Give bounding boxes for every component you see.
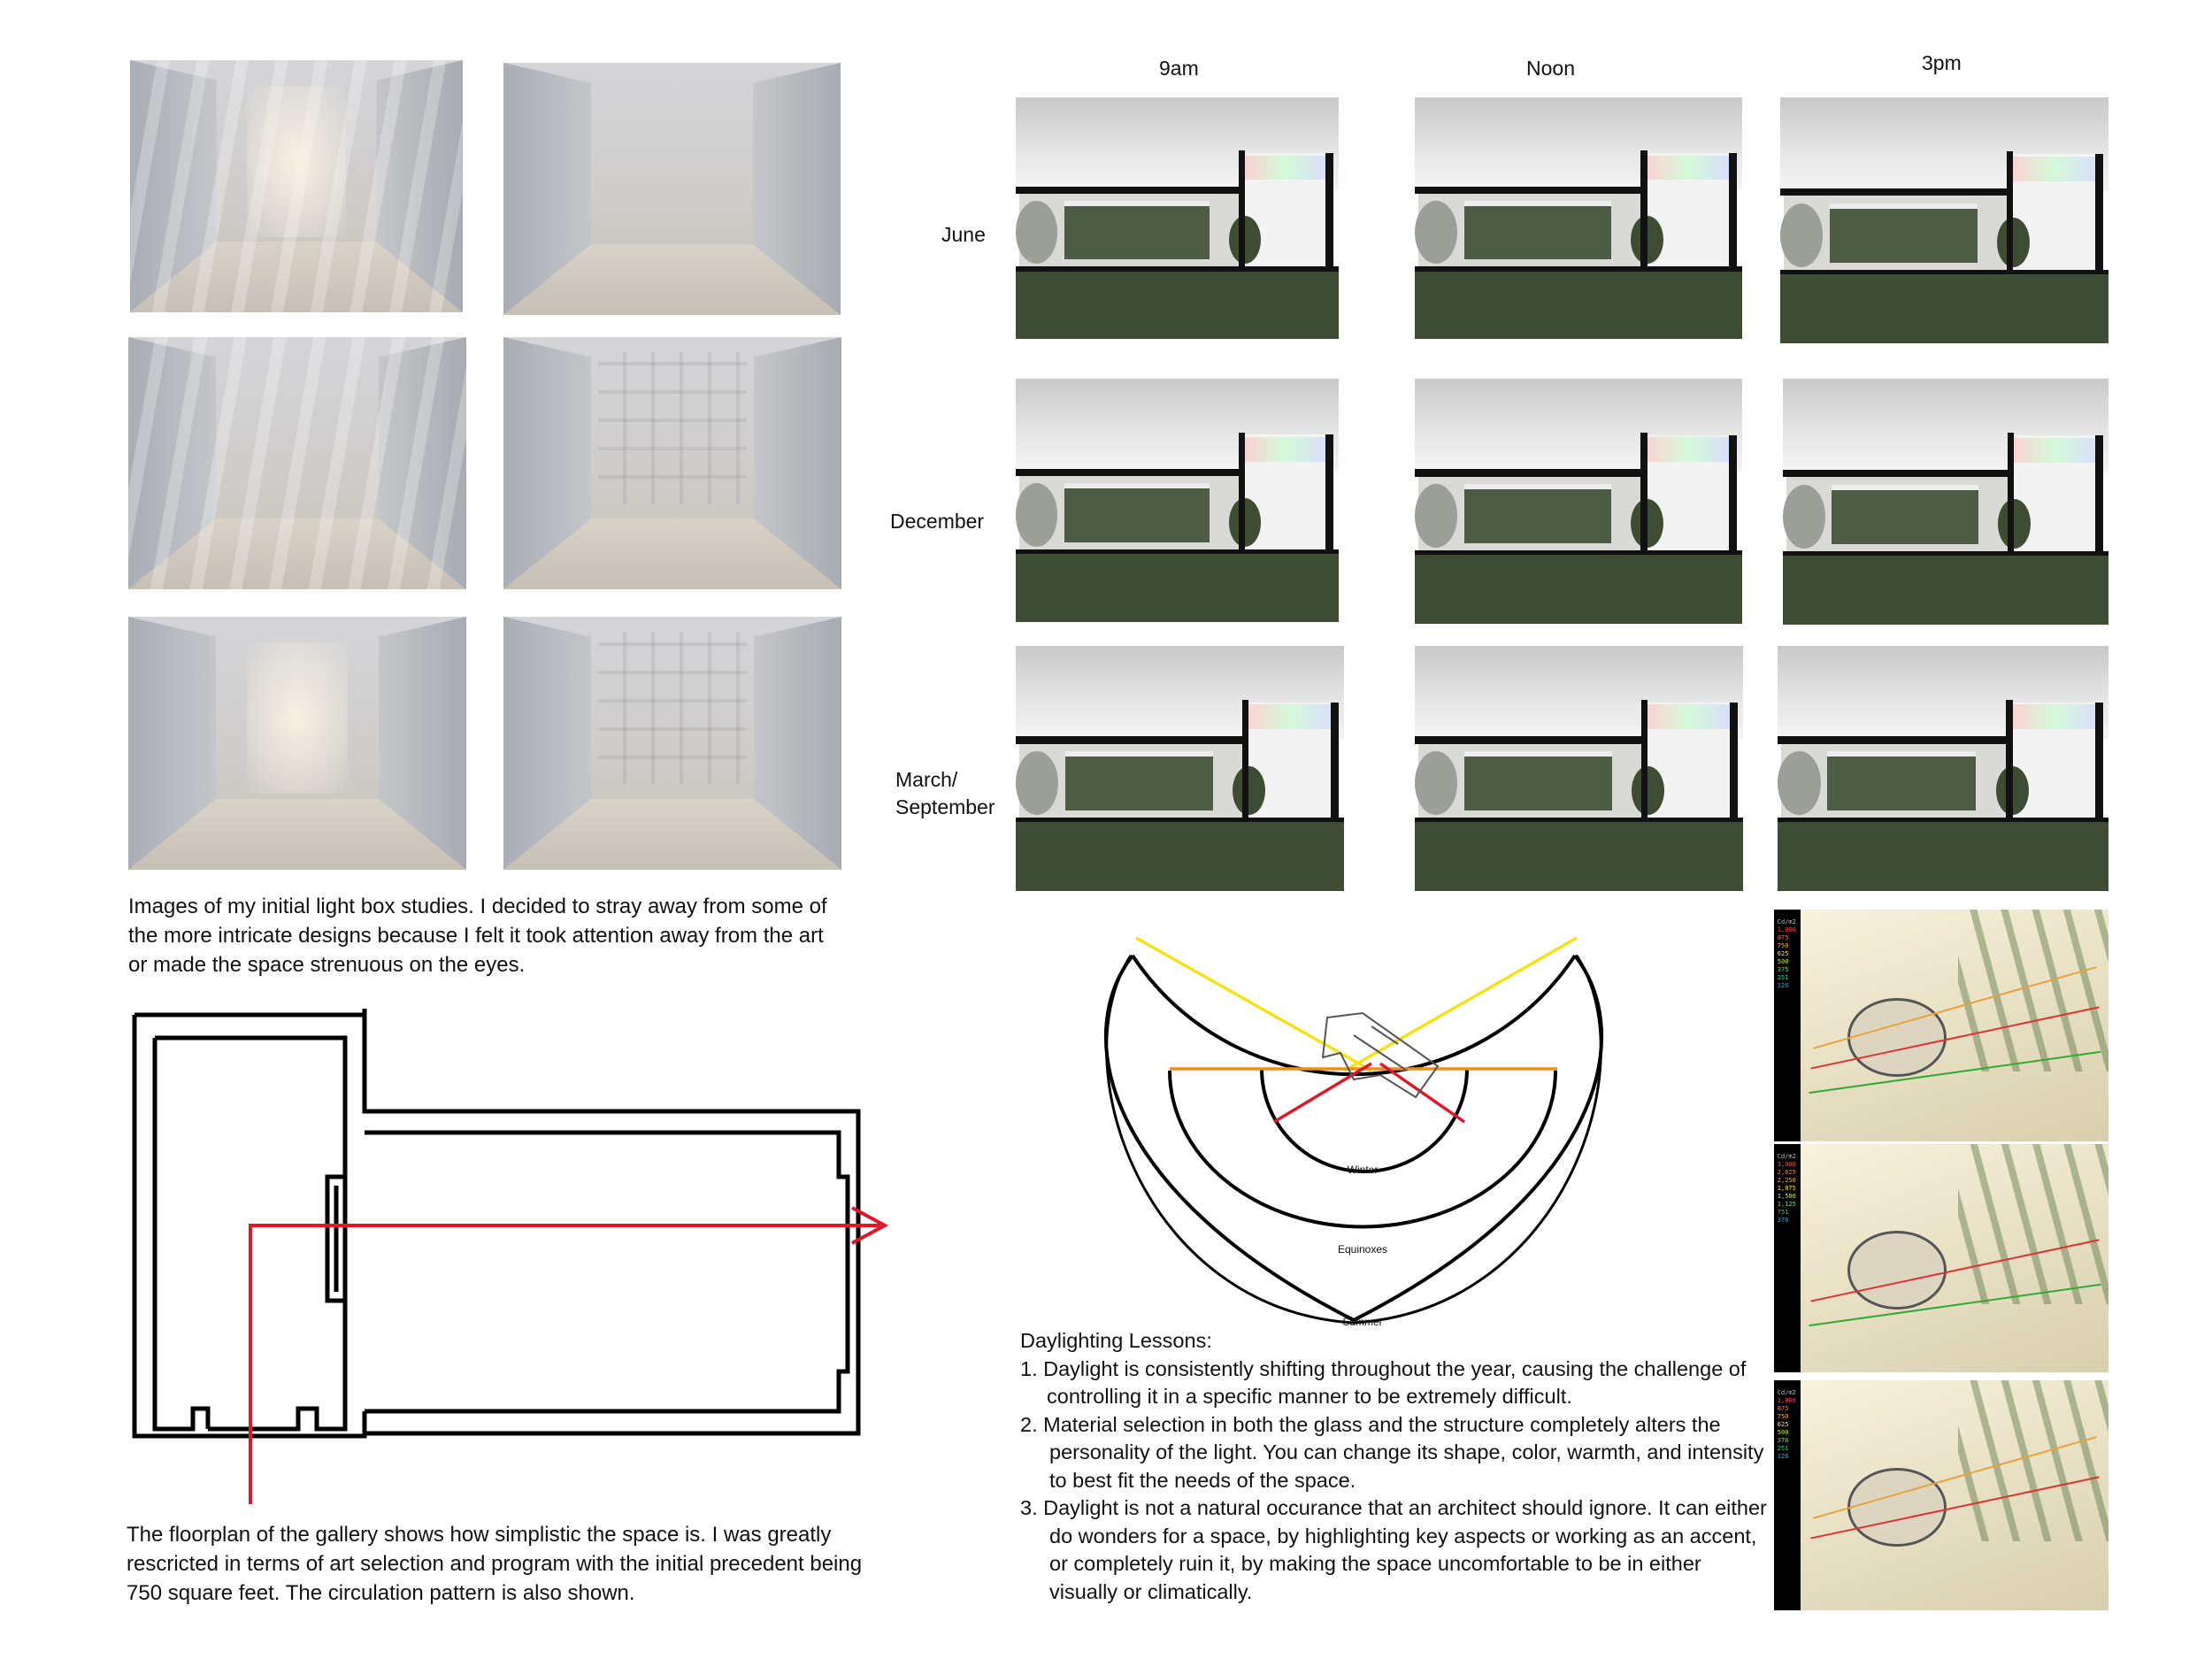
summer-outline xyxy=(1105,955,1602,1325)
render-june-9am xyxy=(1016,97,1339,339)
circulation-arrow-head xyxy=(851,1206,889,1245)
lightbox-photo-1 xyxy=(130,60,463,312)
render-december-3pm xyxy=(1783,379,2108,625)
render-december-9am xyxy=(1016,379,1339,622)
render-june-noon xyxy=(1415,97,1742,339)
summer-ray-right xyxy=(1344,936,1578,1072)
equinox-arc xyxy=(1168,1070,1557,1229)
render-march-september-9am xyxy=(1016,646,1344,891)
lesson-item-2: 2. Material selection in both the glass … xyxy=(1020,1412,1764,1492)
floorplan-caption: The floorplan of the gallery shows how s… xyxy=(127,1523,863,1605)
sun-path-diagram: Winter Equinoxes Summer xyxy=(1103,936,1604,1327)
equinoxes-label: Equinoxes xyxy=(1338,1243,1387,1256)
row-label-march-september: March/ September xyxy=(895,768,995,818)
lesson-item-3: 3. Daylight is not a natural occurance t… xyxy=(1020,1496,1767,1603)
lightbox-photo-2 xyxy=(503,63,841,315)
render-march-september-noon xyxy=(1415,646,1743,891)
column-label-noon: Noon xyxy=(1526,57,1575,80)
lesson-item-1: 1. Daylight is consistently shifting thr… xyxy=(1020,1356,1747,1409)
lessons-title: Daylighting Lessons: xyxy=(1020,1329,1212,1352)
gallery-floorplan xyxy=(132,1009,889,1504)
summer-ray-left xyxy=(1135,936,1372,1072)
winter-arc xyxy=(1260,1068,1469,1173)
lightbox-photo-5 xyxy=(128,617,466,870)
circulation-path xyxy=(249,1224,880,1504)
row-label-december: December xyxy=(890,510,985,533)
lightbox-caption: Images of my initial light box studies. … xyxy=(128,895,827,977)
winter-ray-right xyxy=(1379,1062,1465,1124)
lightbox-photo-6 xyxy=(503,617,841,870)
winter-label: Winter xyxy=(1348,1164,1379,1176)
building-footprint xyxy=(1321,1011,1440,1099)
render-june-3pm xyxy=(1780,97,2108,343)
daylighting-lessons: Daylighting Lessons: 1. Daylight is cons… xyxy=(1020,1327,1768,1606)
lightbox-photo-4 xyxy=(503,337,841,589)
column-label-9am: 9am xyxy=(1159,57,1199,80)
summer-label: Summer xyxy=(1342,1316,1382,1327)
render-december-noon xyxy=(1415,379,1742,624)
winter-ray-left xyxy=(1273,1062,1372,1124)
render-march-september-3pm xyxy=(1778,646,2108,891)
column-label-3pm: 3pm xyxy=(1922,51,1962,74)
lightbox-photo-3 xyxy=(128,337,466,589)
row-label-june: June xyxy=(941,223,986,246)
